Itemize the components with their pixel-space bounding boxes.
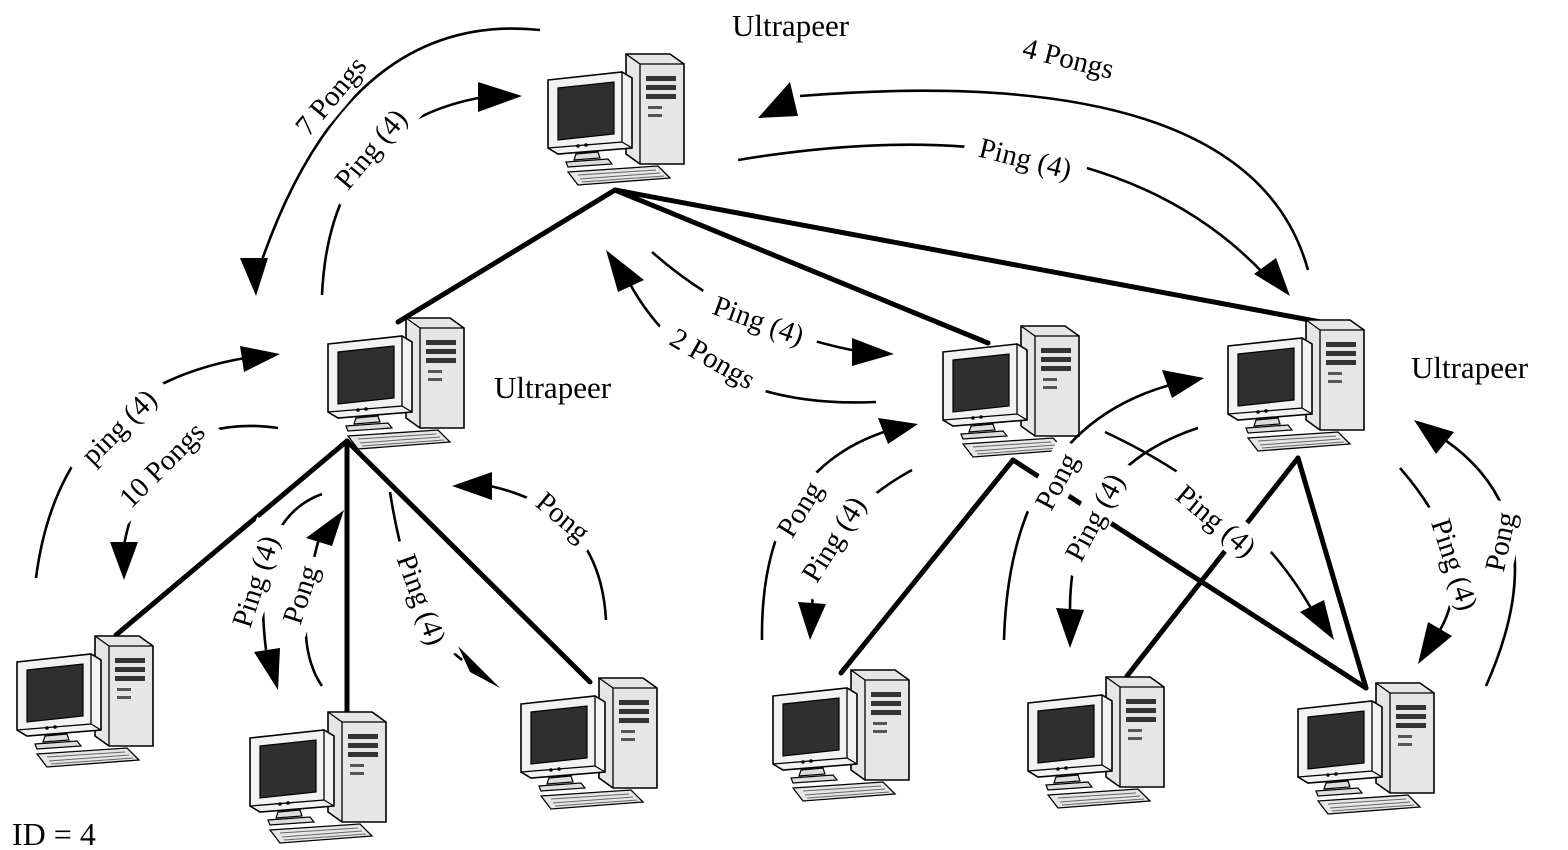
link-right-leaf5	[1124, 455, 1301, 679]
ultrapeer-top-computer	[547, 53, 685, 186]
label-ping-leaf3: Ping (4)	[390, 550, 452, 650]
leaf6-computer	[1297, 682, 1435, 815]
link-mid-leaf6	[1010, 457, 1369, 691]
link-left-leaf3	[344, 438, 593, 685]
link-top-left	[395, 187, 618, 325]
leaf4-computer	[772, 669, 910, 802]
leaf1-computer	[16, 635, 154, 768]
ultrapeer-left-computer	[327, 317, 465, 450]
link-top-right	[612, 187, 1329, 326]
label-ping-top-left: Ping (4)	[329, 103, 414, 196]
link-top-mid	[612, 187, 991, 346]
label-ultrapeer-left: Ultrapeer	[494, 370, 612, 405]
ultrapeer-right-computer	[1227, 319, 1365, 452]
link-left-leaf1	[113, 438, 350, 638]
network-links	[113, 187, 1369, 715]
leaf5-computer	[1027, 676, 1165, 809]
label-ultrapeer-right: Ultrapeer	[1411, 350, 1529, 385]
leaf2-computer	[249, 711, 387, 844]
id-legend: ID = 4	[12, 816, 96, 850]
link-mid-leaf4	[838, 457, 1016, 676]
label-7-pongs: 7 Pongs	[289, 51, 373, 143]
label-ping-leaf6b: Ping (4)	[1424, 515, 1484, 615]
peer-middle-computer	[942, 325, 1080, 458]
label-ping-mid: Ping (4)	[709, 290, 809, 352]
label-pong-leaf6: Pong	[1479, 509, 1523, 574]
label-ultrapeer-top: Ultrapeer	[732, 8, 850, 43]
link-right-leaf6	[1295, 455, 1369, 691]
leaf3-computer	[520, 677, 658, 810]
